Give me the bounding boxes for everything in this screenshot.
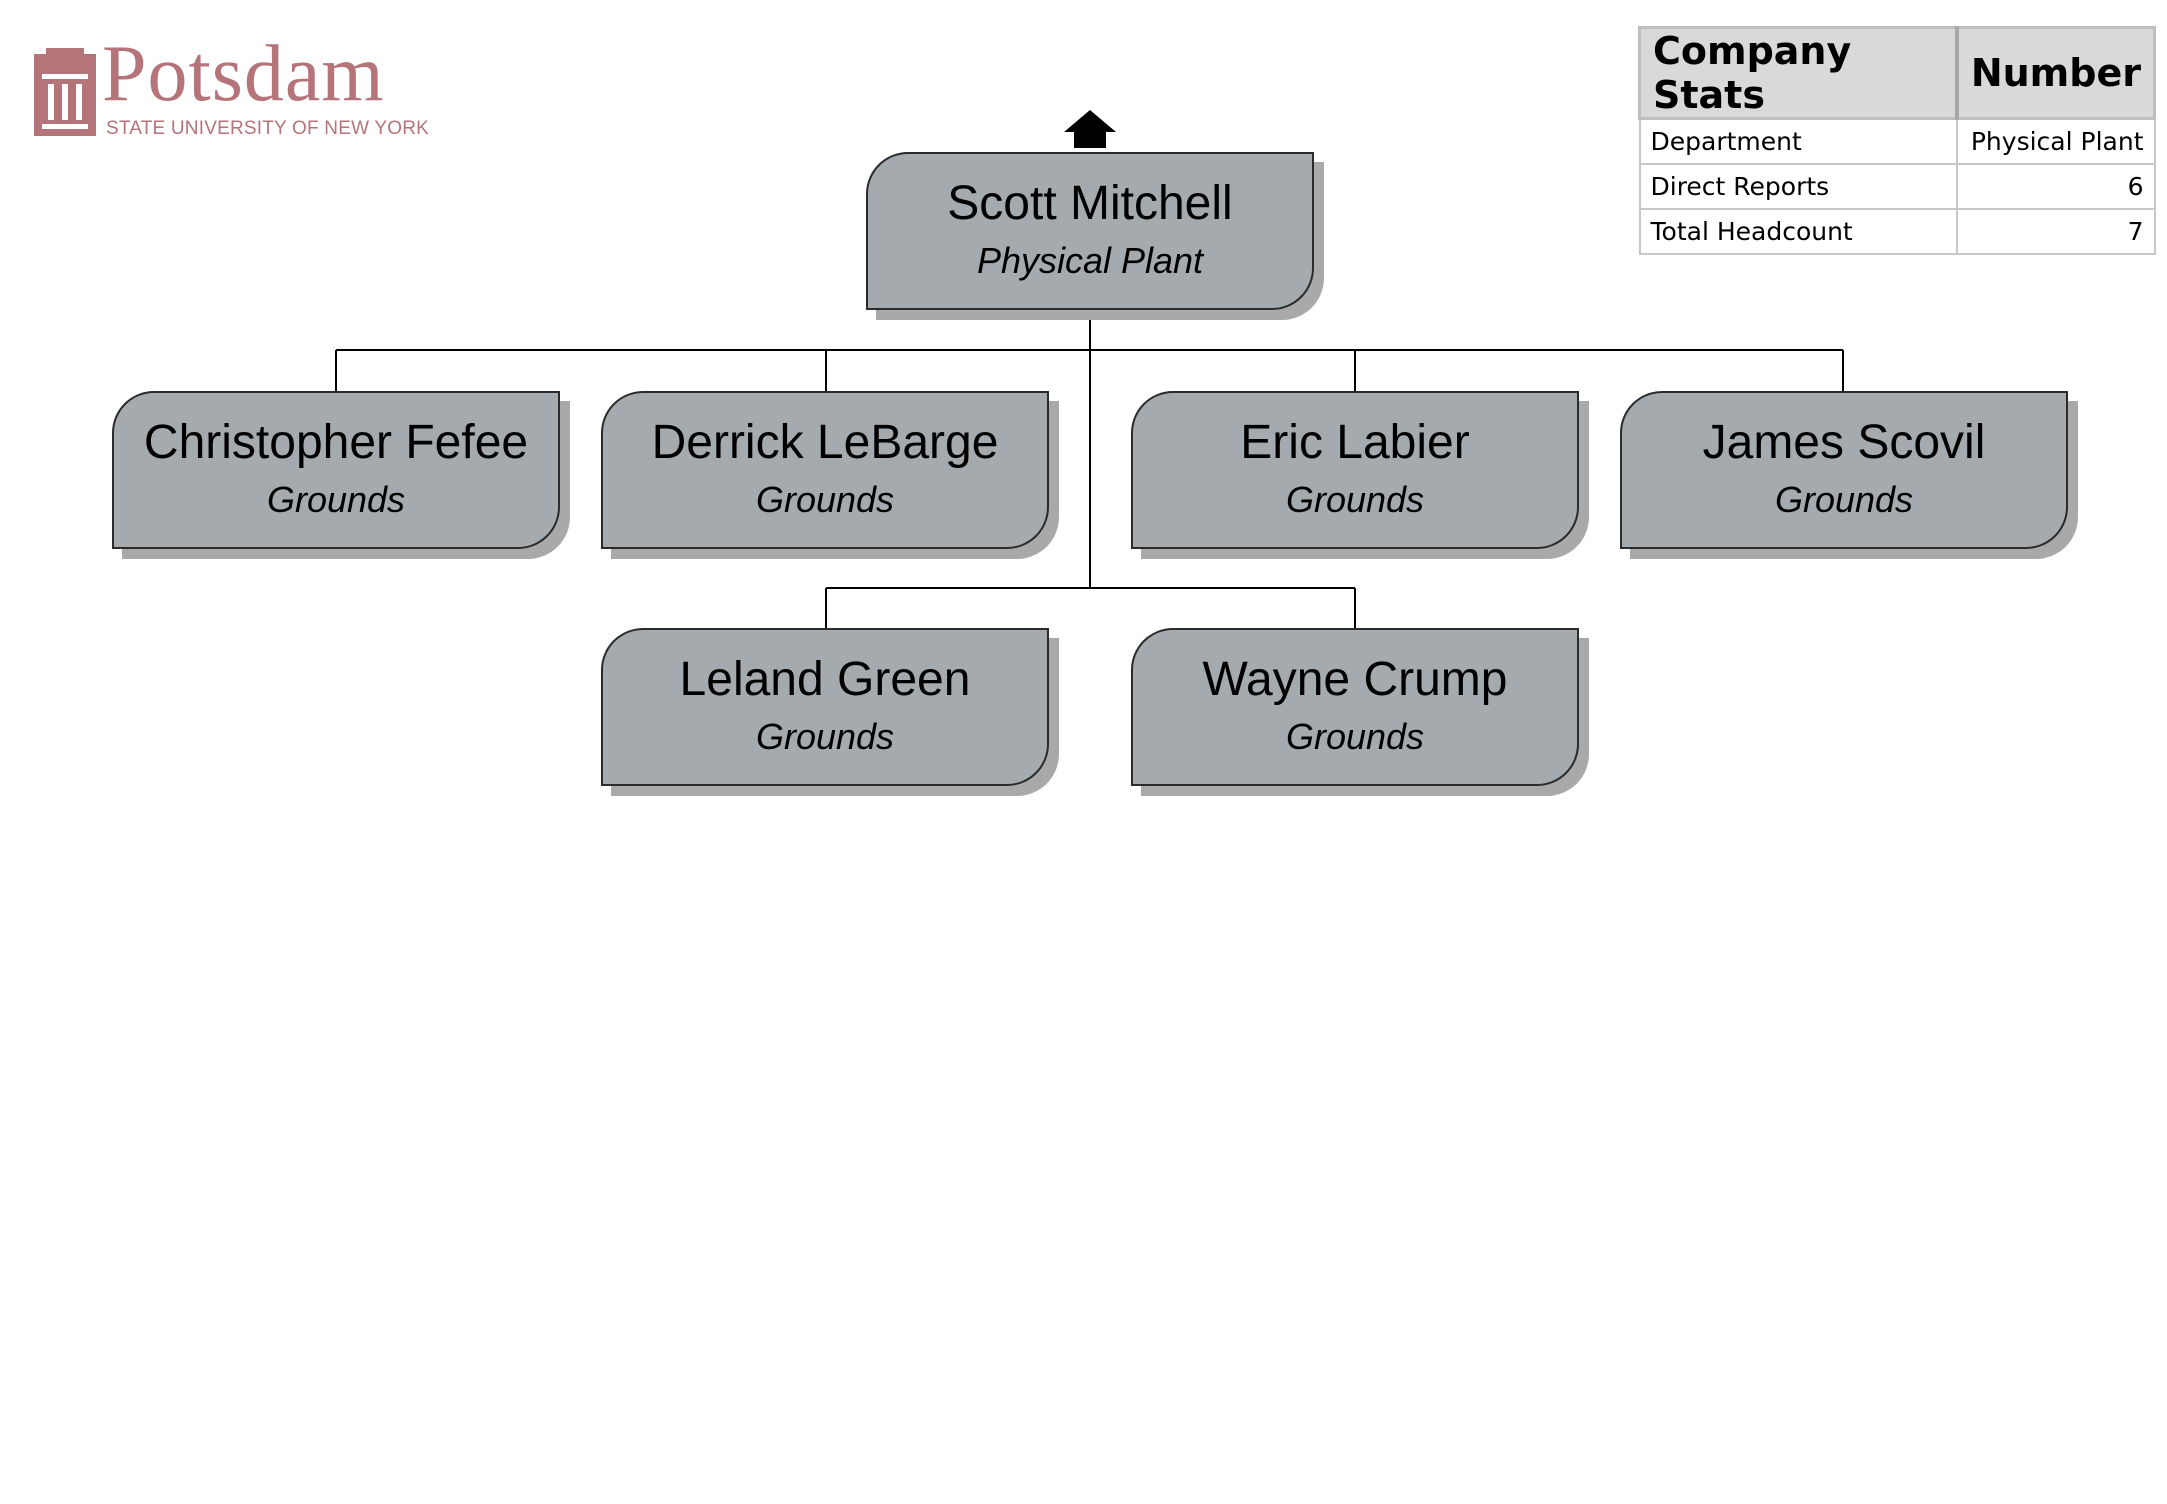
org-node[interactable]: Christopher Fefee Grounds: [112, 391, 560, 549]
node-department: Grounds: [1285, 715, 1425, 757]
table-row: Direct Reports 6: [1638, 163, 2156, 210]
org-node[interactable]: Derrick LeBarge Grounds: [601, 391, 1049, 549]
logo-wordmark: Potsdam: [102, 30, 385, 118]
node-department: Grounds: [755, 715, 895, 757]
stats-value: Physical Plant: [1955, 117, 2156, 165]
company-stats-table: Company Stats Number Department Physical…: [1637, 26, 2156, 255]
potsdam-logo: Potsdam STATE UNIVERSITY OF NEW YORK: [34, 34, 429, 142]
org-node[interactable]: James Scovil Grounds: [1620, 391, 2068, 549]
stats-label: Total Headcount: [1638, 208, 1958, 255]
stats-header-number: Number: [1954, 26, 2156, 120]
stats-value: 7: [1955, 208, 2156, 255]
org-node[interactable]: Eric Labier Grounds: [1131, 391, 1579, 549]
node-name: James Scovil: [1702, 416, 1986, 469]
logo-subtitle: STATE UNIVERSITY OF NEW YORK: [106, 118, 430, 139]
node-name: Scott Mitchell: [947, 177, 1233, 230]
node-department: Physical Plant: [976, 239, 1204, 281]
stats-header-label: Company Stats: [1637, 26, 1959, 120]
node-name: Eric Labier: [1240, 416, 1470, 469]
building-icon: [34, 48, 96, 136]
node-name: Derrick LeBarge: [651, 416, 999, 469]
node-department: Grounds: [1774, 478, 1914, 520]
node-name: Christopher Fefee: [143, 416, 529, 469]
node-department: Grounds: [266, 478, 406, 520]
node-department: Grounds: [1285, 478, 1425, 520]
table-row: Department Physical Plant: [1638, 117, 2156, 165]
org-node[interactable]: Leland Green Grounds: [601, 628, 1049, 786]
org-node-manager[interactable]: Scott Mitchell Physical Plant: [866, 152, 1314, 310]
table-row: Total Headcount 7: [1638, 208, 2156, 255]
org-node[interactable]: Wayne Crump Grounds: [1131, 628, 1579, 786]
arrow-up-icon[interactable]: [1064, 110, 1116, 148]
stats-label: Direct Reports: [1638, 163, 1958, 210]
node-name: Leland Green: [679, 653, 971, 706]
stats-value: 6: [1955, 163, 2156, 210]
node-department: Grounds: [755, 478, 895, 520]
stats-label: Department: [1638, 117, 1958, 165]
stats-header-row: Company Stats Number: [1637, 26, 2156, 120]
node-name: Wayne Crump: [1202, 653, 1508, 706]
